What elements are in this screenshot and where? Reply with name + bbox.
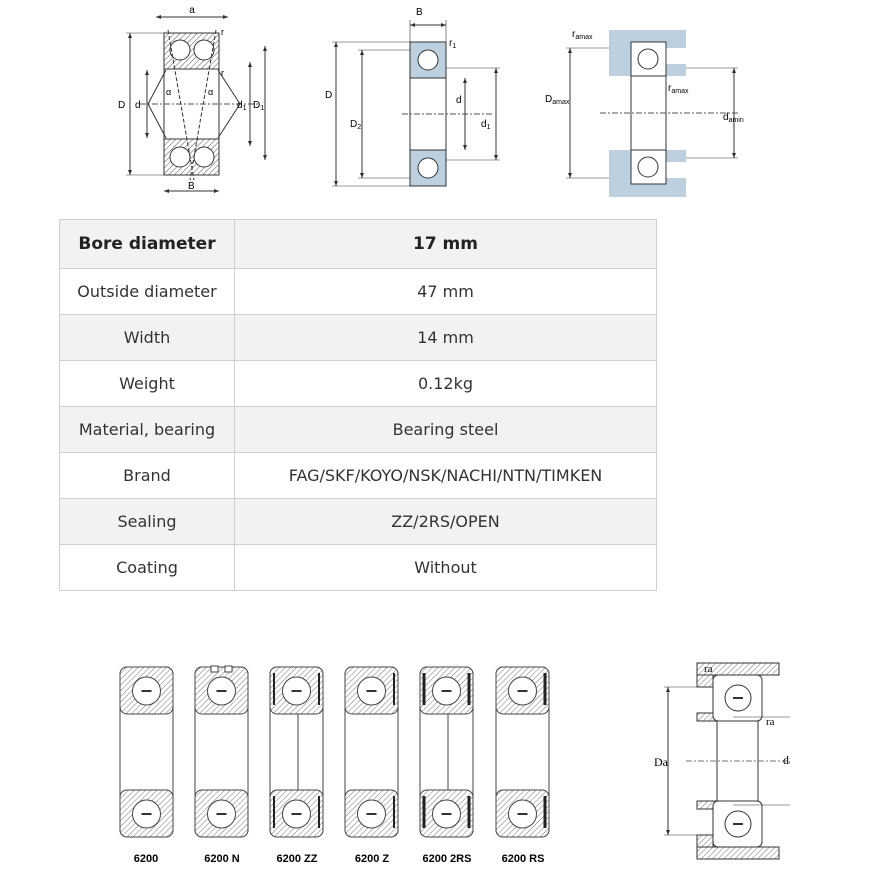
row-value-cell: 47 mm	[234, 268, 657, 315]
label-d: d	[456, 95, 462, 106]
label-B: B	[188, 181, 195, 192]
spec-table: Bore diameter 17 mm Outside diameter 47 …	[59, 219, 657, 591]
label-da: da	[783, 753, 790, 767]
label-r-top: r	[221, 27, 224, 37]
variant-label: 6200	[134, 853, 158, 865]
row-value-cell: 14 mm	[234, 314, 657, 361]
table-row: Outside diameter 47 mm	[59, 268, 657, 315]
label-ramax-mid: ramax	[668, 83, 689, 95]
housing-fit-diagram: ra ra Da da	[654, 662, 790, 860]
row-label-cell: Width	[59, 314, 235, 361]
label-r-mid: r	[221, 68, 224, 78]
table-row: Weight 0.12kg	[59, 360, 657, 407]
header-label-cell: Bore diameter	[59, 219, 235, 269]
table-header-row: Bore diameter 17 mm	[59, 219, 657, 269]
row-value-cell: Bearing steel	[234, 406, 657, 453]
label-a: a	[189, 5, 195, 16]
snap-ring-groove	[224, 665, 233, 673]
row-label-cell: Weight	[59, 360, 235, 407]
variant-label: 6200 N	[204, 853, 240, 865]
variant-label: 6200 ZZ	[277, 853, 318, 865]
label-ra-top: ra	[704, 663, 713, 675]
row-label-cell: Outside diameter	[59, 268, 235, 315]
angular-contact-bearing-diagram: a r r D d α α d1 D1 B	[118, 5, 267, 193]
row-label-cell: Brand	[59, 452, 235, 499]
label-Damax: Damax	[545, 94, 570, 106]
label-r1: r1	[449, 38, 456, 50]
label-B: B	[416, 7, 423, 18]
label-D: D	[118, 100, 125, 111]
label-D2: D2	[350, 119, 361, 131]
table-row: Material, bearing Bearing steel	[59, 406, 657, 453]
row-label-cell: Sealing	[59, 498, 235, 545]
variant-label: 6200 RS	[502, 853, 545, 865]
label-d: d	[135, 100, 141, 111]
label-ra-mid: ra	[766, 716, 775, 728]
row-value-cell: Without	[234, 544, 657, 591]
label-Da: Da	[654, 755, 669, 769]
table-row: Width 14 mm	[59, 314, 657, 361]
mounting-dimensions-diagram: ramax ramax Damax damin	[545, 29, 744, 197]
label-D: D	[325, 90, 332, 101]
row-value-cell: ZZ/2RS/OPEN	[234, 498, 657, 545]
row-label-cell: Coating	[59, 544, 235, 591]
variant-label: 6200 Z	[355, 853, 390, 865]
row-value-cell: 0.12kg	[234, 360, 657, 407]
label-d1: d1	[237, 100, 247, 112]
row-value-cell: FAG/SKF/KOYO/NSK/NACHI/NTN/TIMKEN	[234, 452, 657, 499]
table-row: Sealing ZZ/2RS/OPEN	[59, 498, 657, 545]
deep-groove-bearing-diagram: B r1 D D2 d d1	[325, 7, 500, 187]
bearing-variants-diagram: 6200 6200 N 6200 ZZ 6200 Z 6200 2RS 6200…	[119, 665, 550, 865]
table-row: Coating Without	[59, 544, 657, 591]
table-row: Brand FAG/SKF/KOYO/NSK/NACHI/NTN/TIMKEN	[59, 452, 657, 499]
label-alpha-left: α	[166, 87, 171, 97]
label-d1: d1	[481, 119, 491, 131]
label-ramax-top: ramax	[572, 29, 593, 41]
label-alpha-right: α	[208, 87, 213, 97]
label-damin: damin	[723, 112, 744, 124]
header-value-cell: 17 mm	[234, 219, 657, 269]
snap-ring-groove	[210, 665, 219, 673]
label-D1: D1	[253, 100, 264, 112]
variant-label: 6200 2RS	[423, 853, 472, 865]
row-label-cell: Material, bearing	[59, 406, 235, 453]
